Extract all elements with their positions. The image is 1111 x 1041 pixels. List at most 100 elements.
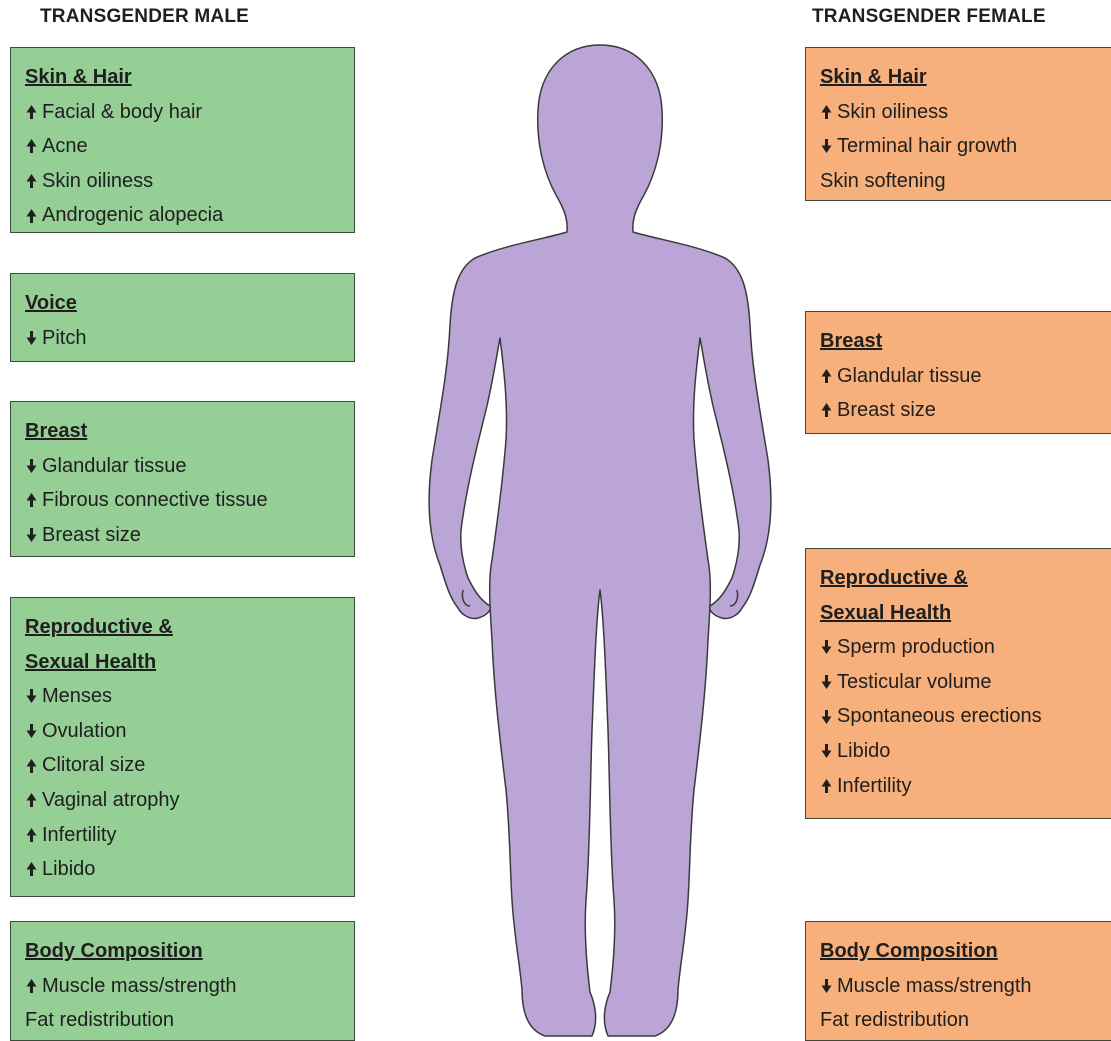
list-item: Clitoral size — [25, 748, 354, 783]
list-item: Terminal hair growth — [820, 129, 1111, 164]
item-label: Vaginal atrophy — [42, 788, 180, 811]
list-item: Acne — [25, 129, 354, 164]
arrow-up-icon — [25, 792, 38, 808]
item-label: Skin oiliness — [837, 100, 949, 123]
arrow-up-icon — [25, 758, 38, 774]
item-label: Terminal hair growth — [837, 135, 1018, 158]
item-label: Glandular tissue — [42, 454, 187, 477]
item-label: Infertility — [42, 823, 117, 846]
list-item: Pitch — [25, 321, 354, 356]
list-item: Breast size — [25, 518, 354, 553]
item-label: Androgenic alopecia — [42, 204, 224, 227]
item-label: Glandular tissue — [837, 364, 982, 387]
section-title: Sexual Health — [25, 650, 157, 673]
list-item: Fat redistribution — [820, 1003, 1111, 1038]
arrow-up-icon — [25, 492, 38, 508]
left-thumb-line — [461, 589, 471, 607]
item-label: Pitch — [42, 326, 87, 349]
item-label: Breast size — [837, 399, 936, 422]
item-label: Spontaneous erections — [837, 705, 1042, 728]
section-title: Body Composition — [820, 940, 998, 962]
item-label: Infertility — [837, 774, 912, 797]
item-label: Libido — [837, 739, 891, 762]
arrow-down-icon — [25, 458, 38, 474]
list-item: Glandular tissue — [820, 359, 1111, 394]
arrow-up-icon — [25, 827, 38, 843]
arrow-down-icon — [820, 978, 833, 994]
list-item: Skin oiliness — [820, 95, 1111, 130]
item-label: Fat redistribution — [25, 1009, 174, 1032]
arrow-down-icon — [25, 527, 38, 543]
section-title: Body Composition — [25, 940, 203, 962]
arrow-up-icon — [25, 978, 38, 994]
section-title: Reproductive & — [820, 567, 968, 589]
male-column-title: TRANSGENDER MALE — [40, 6, 250, 27]
list-item: Facial & body hair — [25, 95, 354, 130]
list-item: Libido — [820, 734, 1111, 769]
human-body-silhouette-icon — [428, 44, 772, 1037]
item-label: Fibrous connective tissue — [42, 489, 268, 512]
list-item: Muscle mass/strength — [820, 969, 1111, 1004]
item-label: Skin oiliness — [42, 169, 154, 192]
section-title: Voice — [25, 292, 77, 314]
item-label: Ovulation — [42, 719, 127, 742]
list-item: Skin softening — [820, 164, 1111, 199]
section-title: Reproductive & — [25, 616, 173, 638]
arrow-up-icon — [820, 368, 833, 384]
female-column-title: TRANSGENDER FEMALE — [812, 6, 1046, 27]
arrow-up-icon — [25, 208, 38, 224]
arrow-down-icon — [25, 330, 38, 346]
list-item: Libido — [25, 852, 354, 887]
list-item: Skin oiliness — [25, 164, 354, 199]
arrow-down-icon — [820, 709, 833, 725]
arrow-up-icon — [820, 778, 833, 794]
item-label: Breast size — [42, 523, 141, 546]
item-label: Menses — [42, 685, 113, 708]
item-label: Muscle mass/strength — [42, 974, 237, 997]
section-title: Breast — [820, 330, 883, 352]
list-item: Vaginal atrophy — [25, 783, 354, 818]
arrow-up-icon — [820, 104, 833, 120]
arrow-up-icon — [25, 138, 38, 154]
arrow-up-icon — [25, 173, 38, 189]
arrow-down-icon — [820, 138, 833, 154]
list-item: Fibrous connective tissue — [25, 483, 354, 518]
item-label: Acne — [42, 135, 88, 158]
list-item: Menses — [25, 679, 354, 714]
item-label: Clitoral size — [42, 754, 146, 777]
list-item: Testicular volume — [820, 665, 1111, 700]
arrow-down-icon — [25, 688, 38, 704]
list-item: Spontaneous erections — [820, 699, 1111, 734]
arrow-up-icon — [25, 104, 38, 120]
item-label: Libido — [42, 858, 96, 881]
list-item: Ovulation — [25, 714, 354, 749]
arrow-up-icon — [820, 402, 833, 418]
section-title: Sexual Health — [820, 601, 952, 624]
arrow-down-icon — [820, 674, 833, 690]
arrow-up-icon — [25, 861, 38, 877]
item-label: Facial & body hair — [42, 100, 203, 123]
item-label: Testicular volume — [837, 670, 992, 693]
list-item: Glandular tissue — [25, 449, 354, 484]
arrow-down-icon — [25, 723, 38, 739]
list-item: Muscle mass/strength — [25, 969, 354, 1004]
list-item: Infertility — [820, 769, 1111, 804]
item-label: Fat redistribution — [820, 1009, 969, 1032]
body-outline — [428, 44, 772, 1037]
list-item: Sperm production — [820, 630, 1111, 665]
section-title: Skin & Hair — [25, 66, 132, 88]
section-title: Breast — [25, 420, 88, 442]
arrow-down-icon — [820, 743, 833, 759]
list-item: Breast size — [820, 393, 1111, 428]
list-item: Androgenic alopecia — [25, 198, 354, 233]
item-label: Skin softening — [820, 169, 946, 192]
list-item: Fat redistribution — [25, 1003, 354, 1038]
